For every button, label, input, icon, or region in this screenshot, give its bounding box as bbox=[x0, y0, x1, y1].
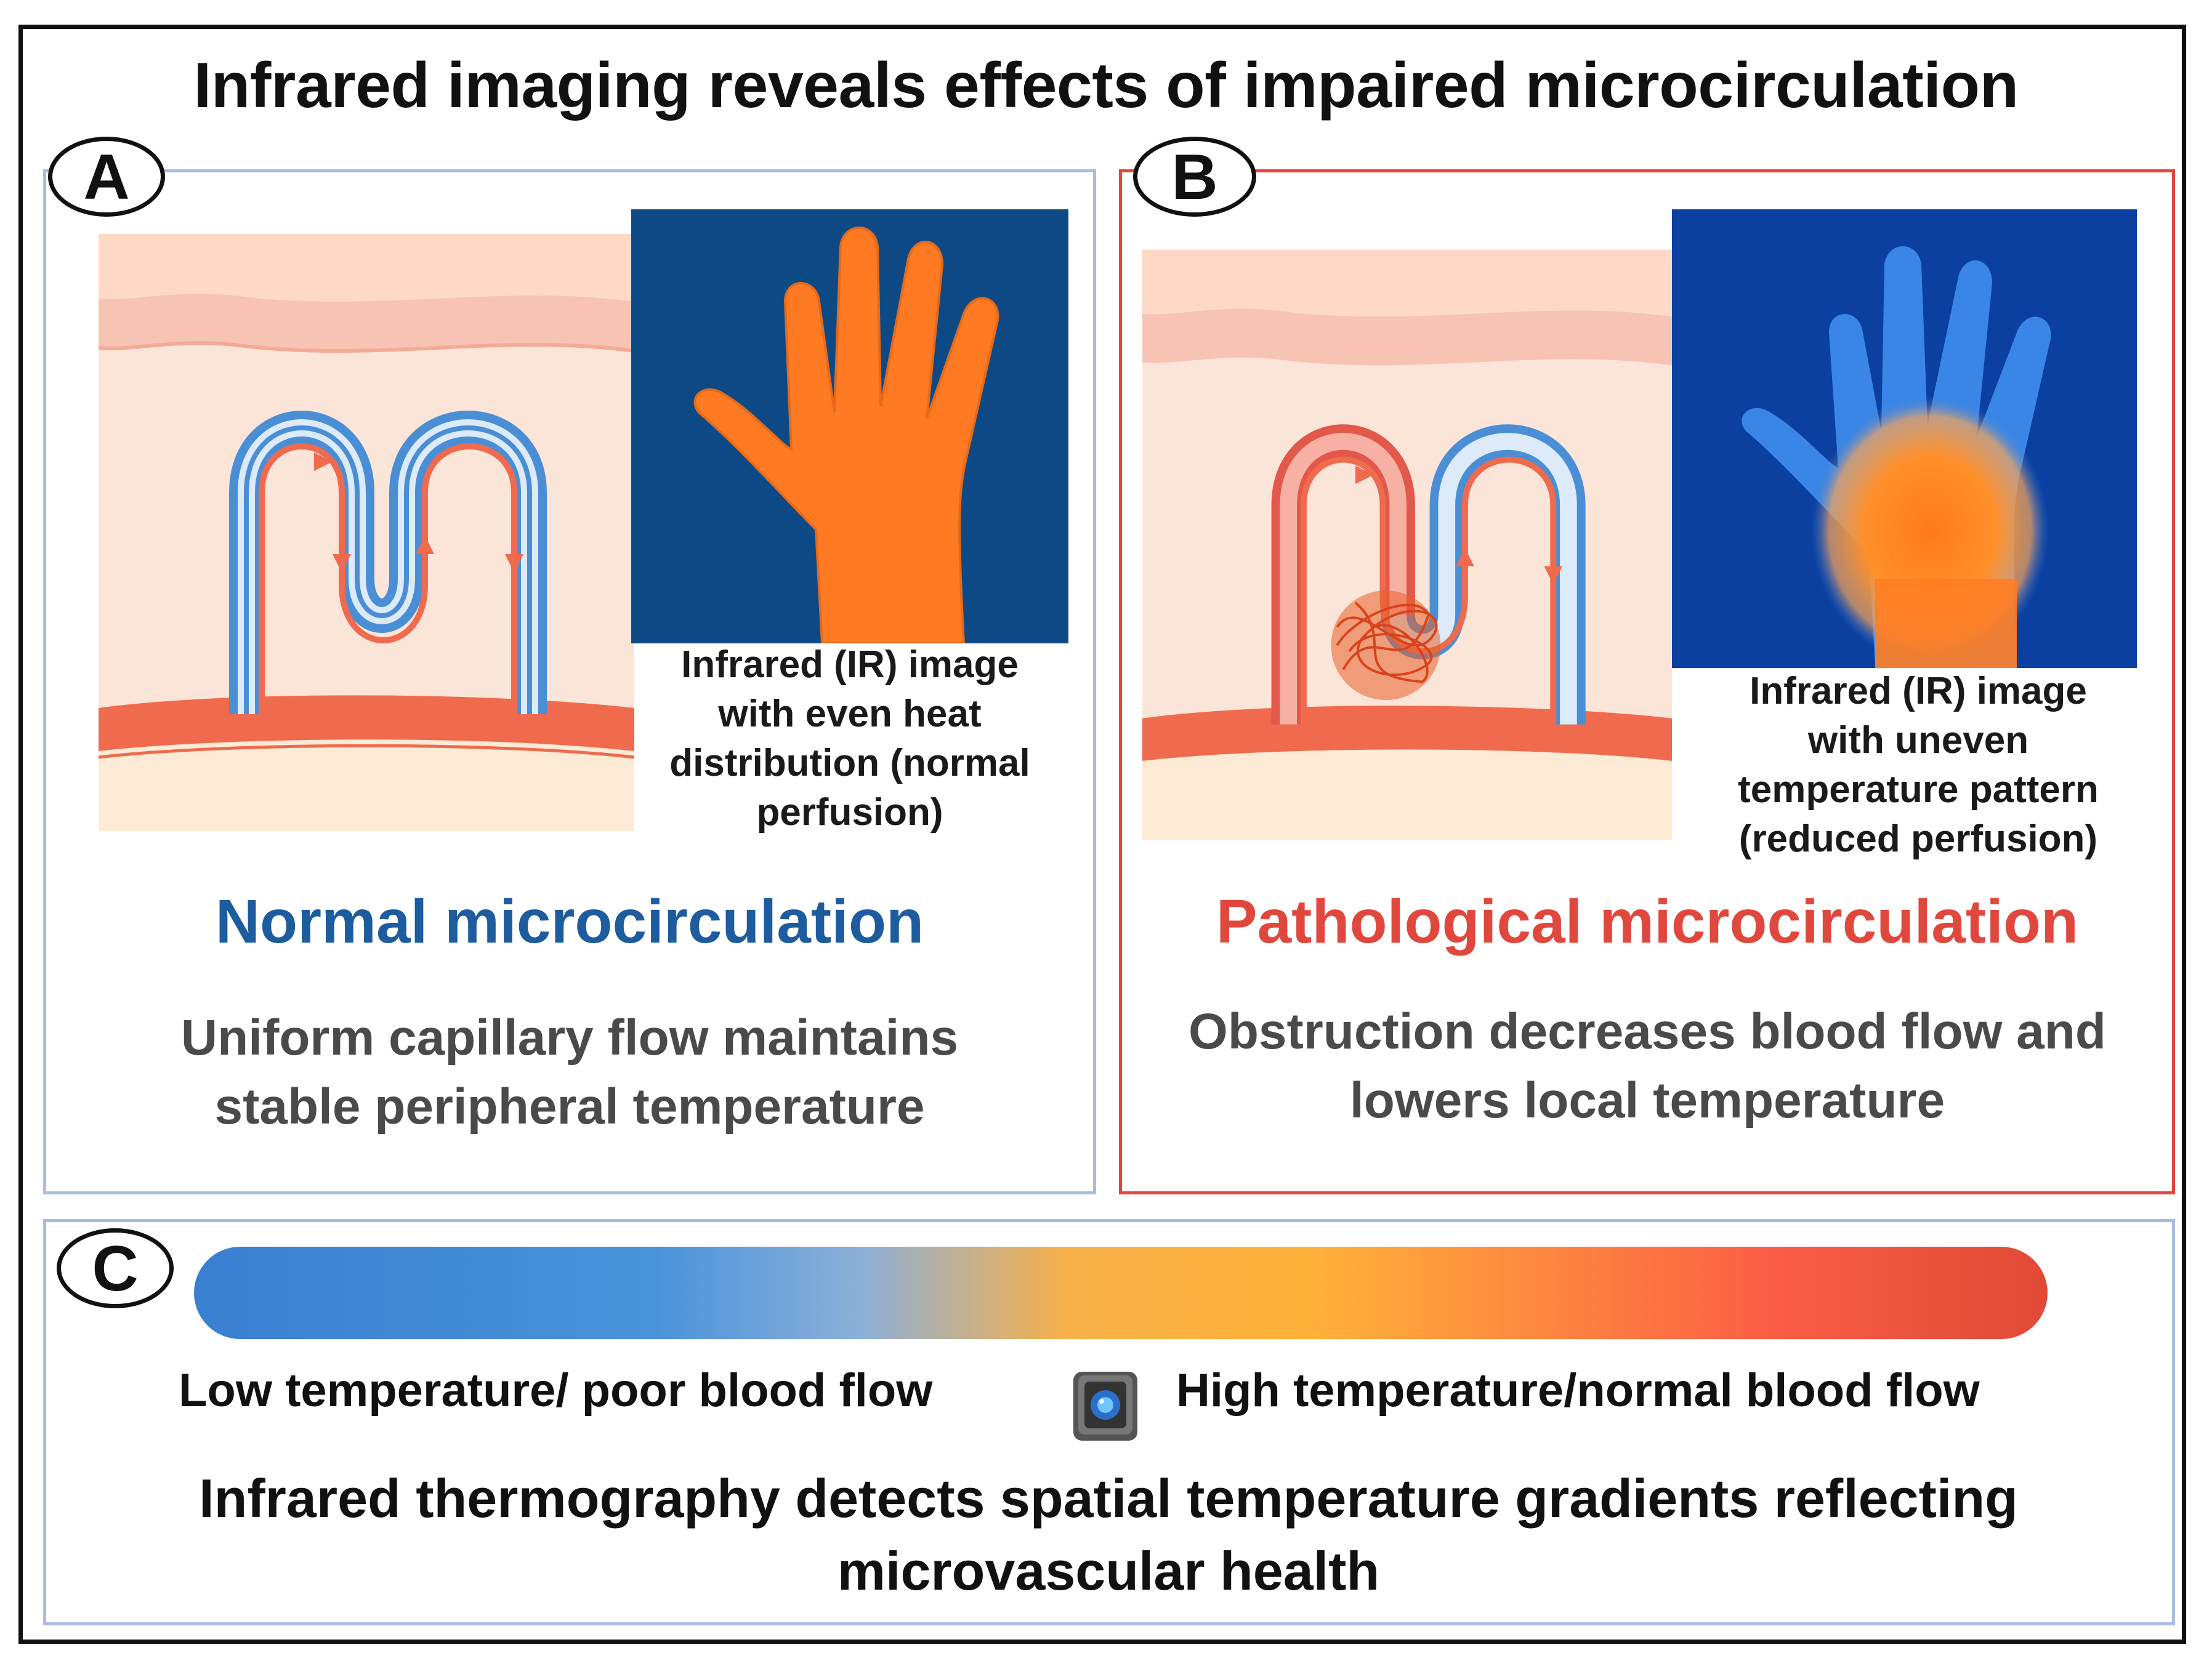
infrared-camera-icon bbox=[1073, 1372, 1137, 1441]
legend-high-temperature: High temperature/normal blood flow bbox=[1176, 1364, 1980, 1417]
ir-image-normal bbox=[631, 209, 1068, 643]
ir-caption-normal: Infrared (IR) image with even heat distr… bbox=[669, 643, 1030, 834]
ir-caption-pathological: Infrared (IR) image with uneven temperat… bbox=[1738, 670, 2099, 860]
clot-obstruction bbox=[1331, 590, 1441, 701]
ir-image-pathological bbox=[1672, 209, 2137, 668]
footer-statement: Infrared thermography detects spatial te… bbox=[199, 1468, 2018, 1601]
figure-title: Infrared imaging reveals effects of impa… bbox=[193, 50, 2019, 121]
panel-c-badge: C bbox=[57, 1228, 174, 1308]
pathological-capillary-illustration bbox=[1142, 249, 1672, 840]
panel-b-badge: B bbox=[1133, 137, 1256, 217]
normal-capillary-illustration bbox=[99, 234, 634, 831]
heading-pathological-microcirculation: Pathological microcirculation bbox=[1216, 887, 2079, 956]
heading-normal-microcirculation: Normal microcirculation bbox=[215, 887, 924, 956]
panel-a-badge: A bbox=[48, 137, 165, 217]
description-pathological: Obstruction decreases blood flow and low… bbox=[1189, 1004, 2106, 1129]
temperature-color-scale bbox=[194, 1247, 2048, 1339]
description-normal: Uniform capillary flow maintains stable … bbox=[180, 1010, 959, 1135]
legend-low-temperature: Low temperature/ poor blood flow bbox=[179, 1364, 933, 1417]
